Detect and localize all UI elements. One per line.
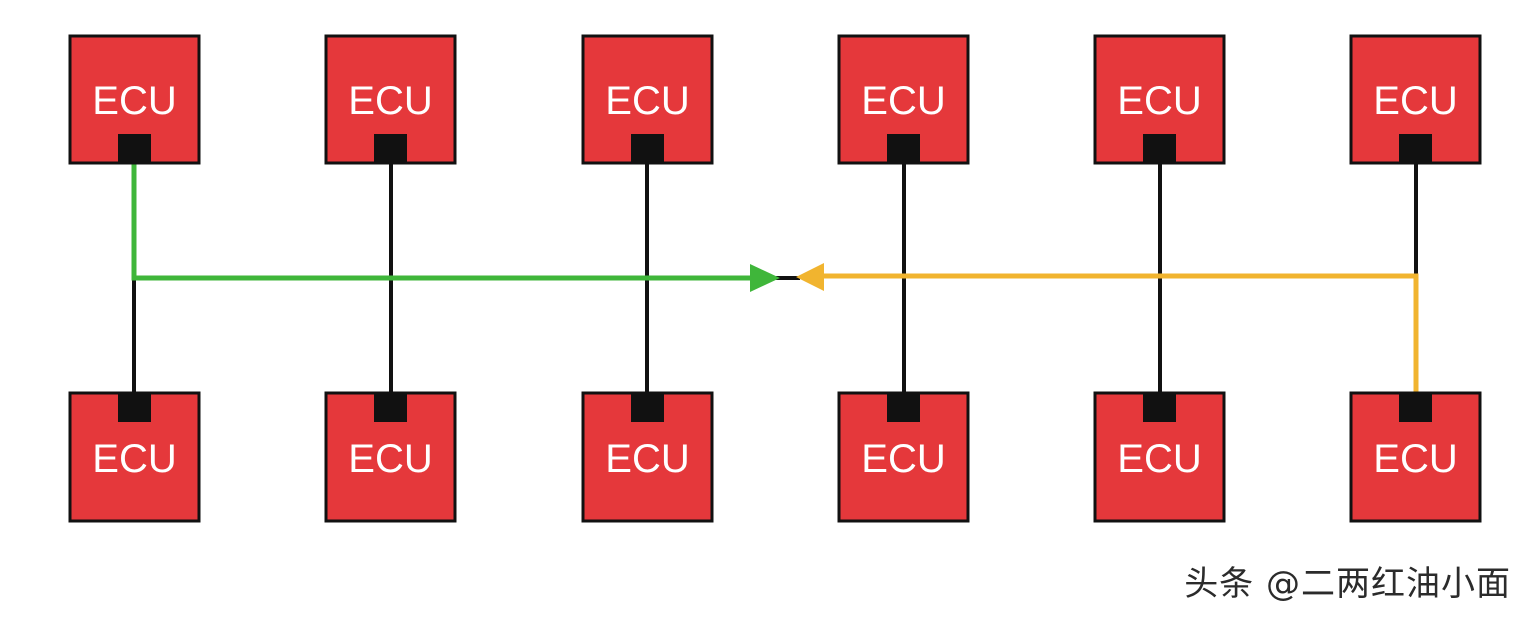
bottom-ecu-4: ECU — [837, 391, 970, 523]
ecu-connector — [1399, 393, 1432, 422]
top-ecu-5: ECU — [1093, 34, 1226, 165]
ecu-label: ECU — [92, 79, 176, 123]
ecu-connector — [374, 134, 407, 163]
ecu-connector — [1143, 134, 1176, 163]
ecu-connector — [118, 134, 151, 163]
orange-arrowhead — [796, 263, 824, 291]
top-ecu-3: ECU — [581, 34, 714, 165]
top-ecu-2: ECU — [324, 34, 457, 165]
ecu-connector — [887, 393, 920, 422]
ecu-connector — [374, 393, 407, 422]
ecu-label: ECU — [92, 437, 176, 481]
ecu-label: ECU — [605, 79, 689, 123]
watermark: 头条 @二两红油小面 — [1184, 564, 1511, 604]
ecu-connector — [631, 393, 664, 422]
ecu-label: ECU — [1117, 79, 1201, 123]
ecu-label: ECU — [348, 437, 432, 481]
green-path — [131, 150, 780, 292]
ecu-label: ECU — [861, 79, 945, 123]
ecu-label: ECU — [861, 437, 945, 481]
ecu-connector — [1143, 393, 1176, 422]
ecu-label: ECU — [1117, 437, 1201, 481]
bottom-ecu-row: ECU ECU ECU ECU ECU ECU — [68, 391, 1482, 523]
bottom-ecu-5: ECU — [1093, 391, 1226, 523]
orange-path-line — [818, 273, 1419, 398]
ecu-connector — [118, 393, 151, 422]
ecu-label: ECU — [1373, 79, 1457, 123]
ecu-label: ECU — [1373, 437, 1457, 481]
ecu-connector — [887, 134, 920, 163]
bottom-ecu-6: ECU — [1349, 391, 1482, 523]
bottom-ecu-2: ECU — [324, 391, 457, 523]
top-ecu-1: ECU — [68, 34, 201, 165]
green-arrowhead — [750, 264, 780, 292]
ecu-connector — [1399, 134, 1432, 163]
ecu-box — [68, 391, 201, 523]
ecu-connector — [631, 134, 664, 163]
top-ecu-6: ECU — [1349, 34, 1482, 165]
green-path-line — [131, 150, 758, 281]
bottom-ecu-1: ECU — [68, 391, 201, 523]
top-ecu-row: ECU ECU ECU ECU ECU ECU — [68, 34, 1482, 165]
bottom-ecu-3: ECU — [581, 391, 714, 523]
top-ecu-4: ECU — [837, 34, 970, 165]
orange-path — [796, 263, 1419, 398]
ecu-label: ECU — [348, 79, 432, 123]
ecu-label: ECU — [605, 437, 689, 481]
ecu-box — [324, 391, 457, 523]
